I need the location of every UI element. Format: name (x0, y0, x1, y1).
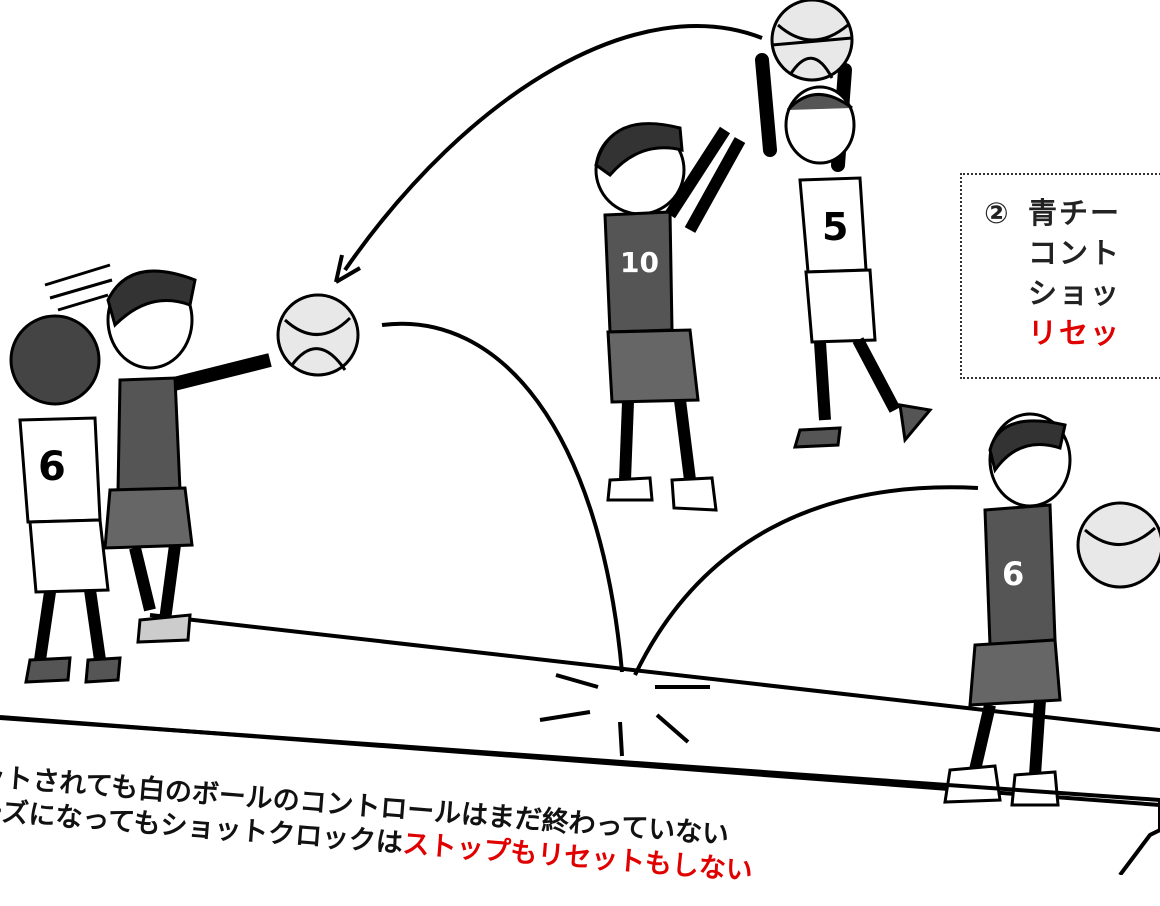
player-receiver (103, 269, 360, 644)
note-line-2: コント (1028, 236, 1122, 270)
player-defender (594, 122, 746, 512)
note-number: ② (984, 196, 1011, 230)
jersey-number-defender: 10 (620, 246, 659, 279)
jersey-number-right: 6 (1002, 555, 1024, 593)
note-line-3: ショッ (1028, 276, 1122, 310)
illustration: 5 10 6 (0, 0, 1160, 875)
caption-banner (0, 716, 1160, 875)
bounce-impact (539, 673, 710, 757)
pass-arrow (334, 24, 763, 284)
jersey-number-left: 6 (38, 444, 66, 490)
note-line-1: 青チー (1028, 196, 1122, 230)
note-line-4: リセッ (1028, 316, 1122, 350)
player-shooter (755, 0, 933, 449)
bounce-trajectory (381, 321, 979, 676)
player-left-white (9, 263, 122, 684)
jersey-number-shooter: 5 (822, 205, 848, 249)
note-box: ② 青チー コント ショッ リセッ (960, 173, 1160, 379)
player-right (943, 412, 1160, 807)
